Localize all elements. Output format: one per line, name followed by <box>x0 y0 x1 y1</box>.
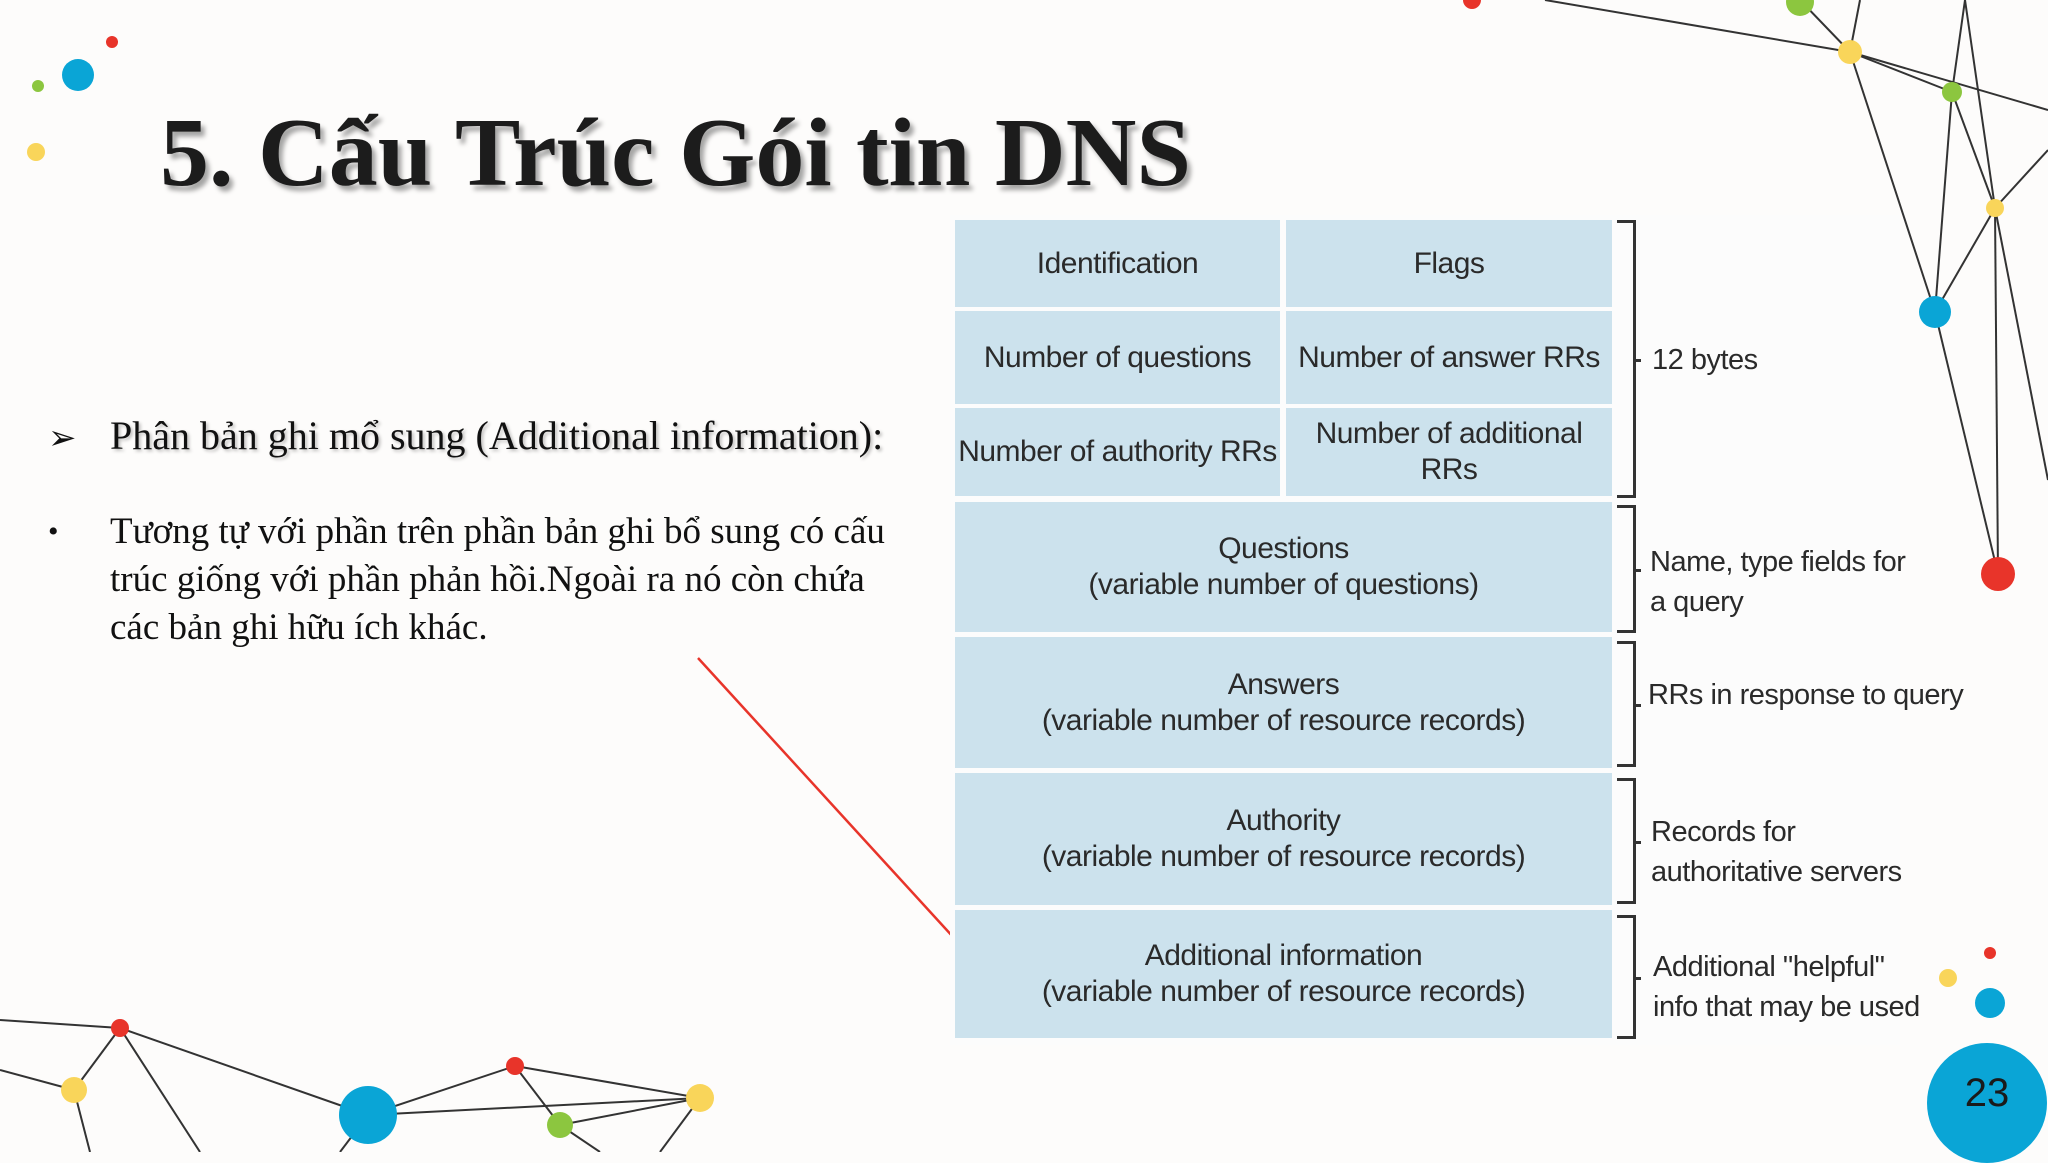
num-authority-rrs-cell: Number of authority RRs <box>955 408 1280 496</box>
num-answer-rrs-label: Number of answer RRs <box>1298 340 1600 376</box>
description-paragraph: Tương tự với phần trên phần bản ghi bổ s… <box>110 508 890 652</box>
num-additional-rrs-cell: Number of additional RRs <box>1286 408 1612 496</box>
num-questions-cell: Number of questions <box>955 311 1280 404</box>
num-authority-rrs-label: Number of authority RRs <box>958 434 1277 470</box>
authority-title: Authority <box>1227 803 1341 839</box>
flags-label: Flags <box>1414 246 1485 282</box>
additional-note: Additional "helpful" info that may be us… <box>1653 947 1920 1027</box>
answers-note: RRs in response to query <box>1648 675 1963 715</box>
questions-title: Questions <box>1218 531 1349 567</box>
page-number-badge: 23 <box>1927 1043 2047 1163</box>
authority-section: Authority (variable number of resource r… <box>955 773 1612 905</box>
identification-cell: Identification <box>955 220 1280 307</box>
section-heading: Phân bản ghi mổ sung (Additional informa… <box>110 412 883 459</box>
questions-brace <box>1617 505 1636 633</box>
answers-subtitle: (variable number of resource records) <box>1042 703 1525 739</box>
flags-cell: Flags <box>1286 220 1612 307</box>
arrow-bullet-icon: ➢ <box>48 418 77 458</box>
answers-title: Answers <box>1228 667 1340 703</box>
num-questions-label: Number of questions <box>984 340 1251 376</box>
answers-section: Answers (variable number of resource rec… <box>955 637 1612 768</box>
num-answer-rrs-cell: Number of answer RRs <box>1286 311 1612 404</box>
slide-title: 5. Cấu Trúc Gói tin DNS <box>160 100 1191 208</box>
red-arrow <box>698 658 965 950</box>
additional-section: Additional information (variable number … <box>955 910 1612 1038</box>
authority-brace <box>1617 778 1636 904</box>
additional-brace <box>1617 915 1636 1039</box>
bullet-icon: • <box>48 515 59 549</box>
header-note: 12 bytes <box>1652 340 1758 380</box>
authority-subtitle: (variable number of resource records) <box>1042 839 1525 875</box>
additional-subtitle: (variable number of resource records) <box>1042 974 1525 1010</box>
identification-label: Identification <box>1037 246 1198 282</box>
questions-section: Questions (variable number of questions) <box>955 502 1612 632</box>
questions-subtitle: (variable number of questions) <box>1088 567 1478 603</box>
num-additional-rrs-label: Number of additional RRs <box>1286 416 1612 488</box>
authority-note: Records for authoritative servers <box>1651 812 1902 892</box>
answers-brace <box>1617 641 1636 767</box>
questions-note: Name, type fields for a query <box>1650 542 1905 622</box>
additional-title: Additional information <box>1145 938 1423 974</box>
header-brace <box>1617 220 1636 498</box>
